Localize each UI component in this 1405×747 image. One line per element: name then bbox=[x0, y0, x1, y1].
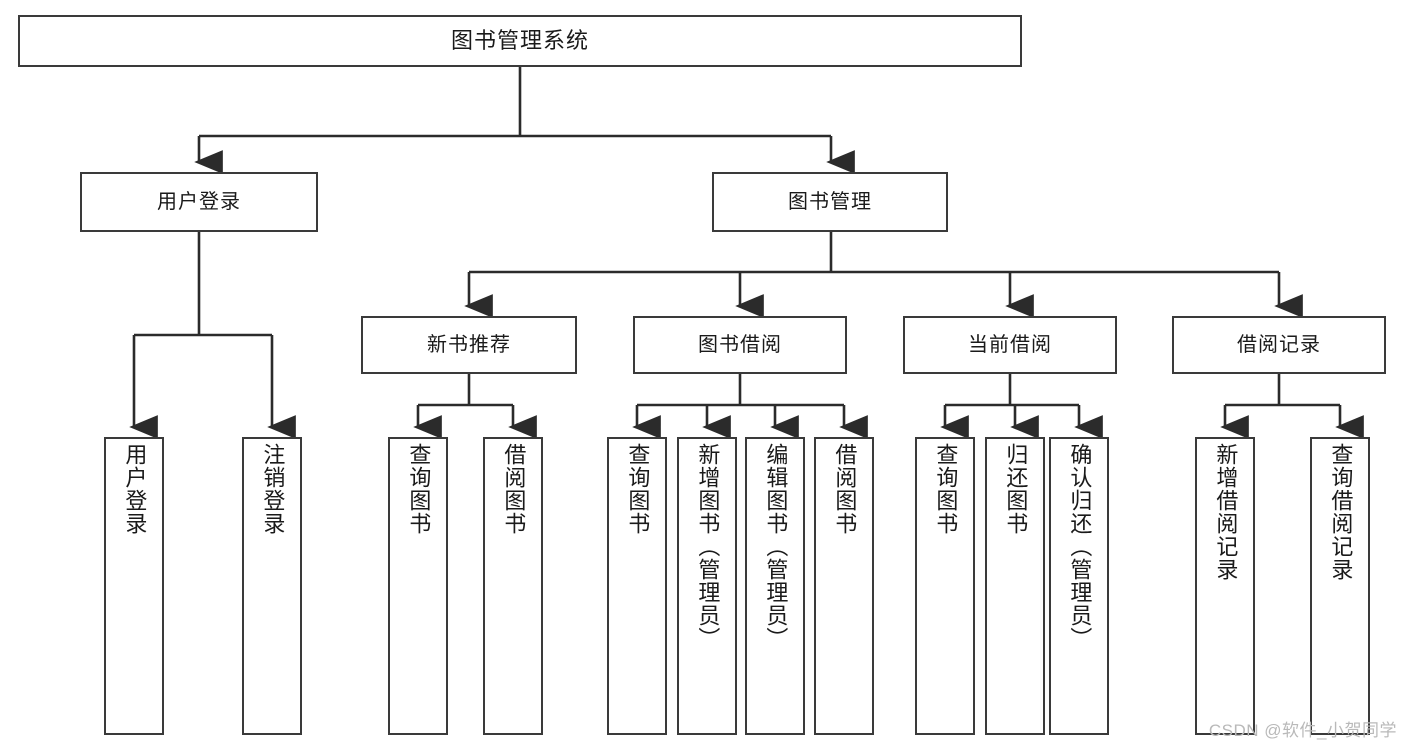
node-leaf-user-login-label: 用户登录 bbox=[122, 443, 148, 535]
node-leaf-borrow-books-rec-label: 借阅图书 bbox=[501, 443, 527, 535]
node-leaf-edit-book[interactable]: 编辑图书（管理员） bbox=[745, 437, 805, 735]
node-leaf-user-logout[interactable]: 注销登录 bbox=[242, 437, 302, 735]
node-current-borrow-label: 当前借阅 bbox=[968, 334, 1052, 356]
node-leaf-return-book[interactable]: 归还图书 bbox=[985, 437, 1045, 735]
node-leaf-borrow-books-rec[interactable]: 借阅图书 bbox=[483, 437, 543, 735]
node-leaf-confirm-return[interactable]: 确认归还（管理员） bbox=[1049, 437, 1109, 735]
node-book-management[interactable]: 图书管理 bbox=[712, 172, 948, 232]
node-leaf-borrow-book[interactable]: 借阅图书 bbox=[814, 437, 874, 735]
node-leaf-add-book[interactable]: 新增图书（管理员） bbox=[677, 437, 737, 735]
node-leaf-query-borrow-record[interactable]: 查询借阅记录 bbox=[1310, 437, 1370, 735]
node-leaf-user-login[interactable]: 用户登录 bbox=[104, 437, 164, 735]
node-leaf-query-books-current-label: 查询图书 bbox=[933, 443, 959, 535]
node-leaf-query-books-current[interactable]: 查询图书 bbox=[915, 437, 975, 735]
node-current-borrow[interactable]: 当前借阅 bbox=[903, 316, 1117, 374]
node-leaf-add-borrow-record-label: 新增借阅记录 bbox=[1213, 443, 1239, 581]
node-book-management-label: 图书管理 bbox=[788, 191, 872, 213]
node-leaf-edit-book-label: 编辑图书（管理员） bbox=[763, 443, 789, 650]
node-root[interactable]: 图书管理系统 bbox=[18, 15, 1022, 67]
node-book-borrow-label: 图书借阅 bbox=[698, 334, 782, 356]
node-borrow-record-label: 借阅记录 bbox=[1237, 334, 1321, 356]
node-user-login-label: 用户登录 bbox=[157, 191, 241, 213]
node-new-book-recommend[interactable]: 新书推荐 bbox=[361, 316, 577, 374]
node-borrow-record[interactable]: 借阅记录 bbox=[1172, 316, 1386, 374]
node-leaf-confirm-return-label: 确认归还（管理员） bbox=[1067, 443, 1093, 650]
node-leaf-return-book-label: 归还图书 bbox=[1003, 443, 1029, 535]
node-leaf-add-borrow-record[interactable]: 新增借阅记录 bbox=[1195, 437, 1255, 735]
node-leaf-borrow-book-label: 借阅图书 bbox=[832, 443, 858, 535]
node-book-borrow[interactable]: 图书借阅 bbox=[633, 316, 847, 374]
node-leaf-query-books-borrow[interactable]: 查询图书 bbox=[607, 437, 667, 735]
node-root-label: 图书管理系统 bbox=[450, 27, 589, 53]
node-new-book-recommend-label: 新书推荐 bbox=[427, 334, 511, 356]
node-leaf-query-borrow-record-label: 查询借阅记录 bbox=[1328, 443, 1354, 581]
node-leaf-query-books-rec-label: 查询图书 bbox=[406, 443, 432, 535]
watermark: CSDN @软件_小贺同学 bbox=[1208, 721, 1397, 740]
node-leaf-user-logout-label: 注销登录 bbox=[260, 443, 286, 535]
node-user-login[interactable]: 用户登录 bbox=[80, 172, 318, 232]
node-leaf-add-book-label: 新增图书（管理员） bbox=[695, 443, 721, 650]
node-leaf-query-books-borrow-label: 查询图书 bbox=[625, 443, 651, 535]
node-leaf-query-books-rec[interactable]: 查询图书 bbox=[388, 437, 448, 735]
